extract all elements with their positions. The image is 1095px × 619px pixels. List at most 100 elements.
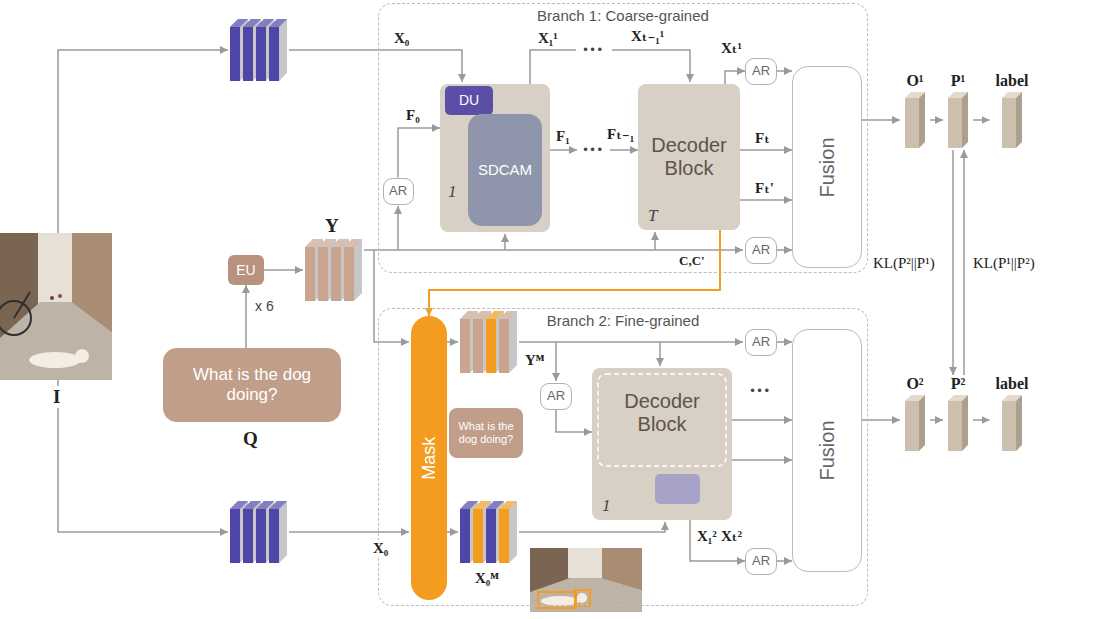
slab-face [962, 92, 968, 148]
variable-label: X₀ [393, 30, 410, 47]
tensor-slab: label [990, 72, 1035, 150]
feature-plate [499, 501, 517, 563]
tensor-slab-shape [1002, 92, 1022, 148]
connector [777, 249, 792, 251]
tensor-slab: P² [943, 375, 973, 453]
node-text: T [648, 206, 657, 226]
node-text: AR [752, 335, 770, 350]
connector [963, 150, 965, 375]
connector [777, 341, 792, 343]
edge-label: C,C' [678, 254, 706, 269]
decoder-block: Decoder BlockT [638, 84, 740, 230]
tensor-slab: O¹ [900, 72, 930, 150]
node-text: AR [752, 243, 770, 258]
wire [519, 522, 665, 532]
node-text: Decoder Block [606, 390, 718, 436]
fusion-box: Fusion [792, 66, 862, 268]
node-text: AR [389, 184, 407, 199]
node-text: Mask [419, 436, 440, 479]
tensor-slab-shape [1002, 395, 1022, 451]
connector [952, 150, 954, 375]
wire [654, 232, 656, 250]
masked-text-stack [460, 311, 517, 373]
tensor-slab-shape [905, 92, 925, 148]
variable-label: Y [324, 215, 340, 237]
ellipsis-mark: ••• [581, 41, 604, 59]
photo-street [530, 578, 642, 612]
node-text: 1 [602, 496, 611, 516]
decoder-block: Decoder Block 1 [592, 368, 732, 520]
feature-plate [269, 19, 287, 81]
connector [740, 199, 792, 201]
ar-box: AR [745, 237, 777, 264]
photo-street-end [568, 548, 602, 578]
variable-label: I [52, 386, 61, 408]
slab-face [919, 92, 925, 148]
photo-dog [29, 352, 81, 368]
ar-box: AR [540, 383, 572, 410]
node-text: What is the dog doing? [169, 365, 335, 404]
sdcam-box: SDCAM [468, 114, 542, 226]
node-text: EU [236, 262, 255, 278]
mask-box [575, 590, 590, 606]
variable-label: X₁² [696, 528, 718, 545]
tensor-slab-shape [948, 395, 968, 451]
branch-region: Branch 2: Fine-grainedMaskWhat is the do… [378, 308, 868, 606]
wire [447, 531, 458, 533]
slab-face [905, 401, 919, 451]
fusion-box: Fusion [792, 329, 862, 572]
node-text: SDCAM [478, 161, 532, 178]
wire [610, 149, 638, 151]
wire [659, 342, 661, 366]
mask-bar: Mask [411, 316, 447, 600]
edge-label: x 6 [254, 298, 275, 314]
edge-label: Fₜ' [754, 180, 775, 197]
variable-label: X₀ [372, 540, 389, 557]
connector [930, 419, 943, 421]
ellipsis-mark: ••• [748, 382, 771, 400]
node-text: P² [951, 375, 966, 393]
wire [550, 149, 577, 151]
variable-label: Xₜ₋₁¹ [630, 28, 665, 45]
wire [612, 50, 690, 82]
feature-plate [344, 239, 362, 301]
connector [690, 520, 745, 561]
node-text: AR [752, 554, 770, 569]
slab-face [1016, 92, 1022, 148]
connector [732, 459, 792, 461]
wire [447, 341, 458, 343]
wire [289, 50, 462, 82]
edge-label: F₀ [405, 107, 421, 124]
wires [58, 50, 743, 532]
photo-dog [541, 596, 579, 606]
ar-box: AR [745, 548, 777, 575]
connector [777, 560, 792, 562]
connector [725, 71, 745, 84]
node-text: O¹ [906, 72, 923, 90]
photo-person [50, 296, 54, 300]
feature-plate [269, 501, 287, 563]
slab-face [919, 395, 925, 451]
variable-label: X₁¹ [537, 30, 559, 47]
variable-label: Q [242, 428, 259, 450]
tensor-slab: O² [900, 375, 930, 453]
node-text: label [996, 375, 1029, 393]
encoder-unit: EU [228, 255, 264, 285]
edge-label: KL(P²||P¹) [872, 255, 936, 272]
tensor-slab: label [990, 375, 1035, 453]
ellipsis-mark: ••• [581, 141, 604, 159]
photo-dog-head [75, 349, 89, 363]
tensor-slab-shape [905, 395, 925, 451]
decoder-block: 1DUSDCAM [440, 84, 550, 232]
wire [374, 250, 409, 342]
photo-bike-wheel [0, 301, 31, 335]
node-text: AR [547, 389, 565, 404]
tensor-slab: P¹ [943, 72, 973, 150]
node-text: Branch 1: Coarse-grained [537, 7, 709, 24]
masked-image-stack [460, 501, 517, 563]
text-feature-stack [305, 239, 362, 301]
variable-label: X₀ᴹ [474, 570, 500, 587]
connector [429, 230, 720, 316]
du-box: DU [445, 86, 493, 115]
connector [930, 119, 943, 121]
